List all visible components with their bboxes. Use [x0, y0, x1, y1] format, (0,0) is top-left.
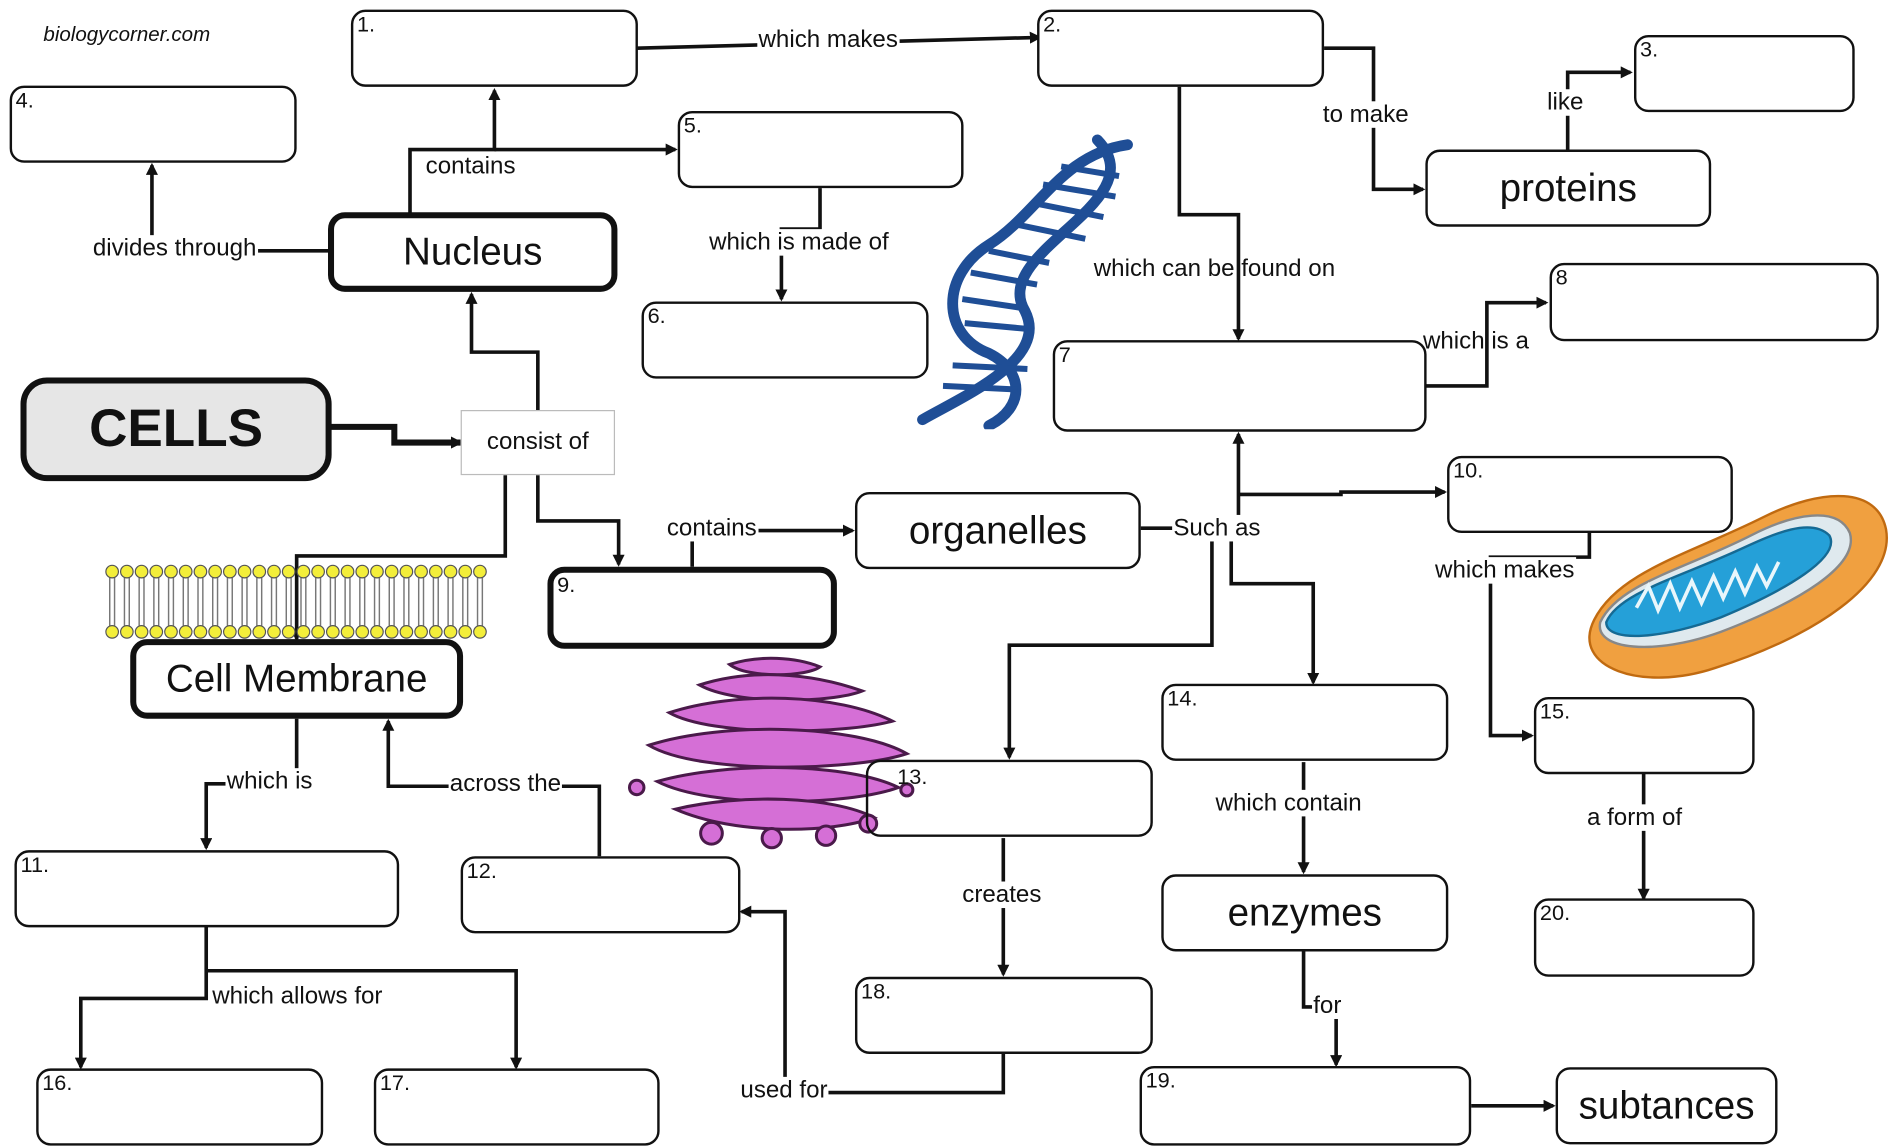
cell-membrane-bilayer-icon: (function(){ var svg = document.currentS… [105, 564, 487, 639]
link-label-which-makes-mid: which makes [1433, 557, 1576, 584]
blank-box-20[interactable]: 20. [1533, 898, 1755, 977]
blank-box-1[interactable]: 1. [350, 9, 638, 87]
consist-of-box: consist of [460, 410, 616, 476]
blank-box-5[interactable]: 5. [677, 110, 964, 189]
blank-box-3[interactable]: 3. [1633, 34, 1855, 113]
link-label-which-can-be-found-on: which can be found on [1093, 255, 1336, 283]
blank-box-19[interactable]: 19. [1139, 1066, 1472, 1146]
link-label-divides-through: divides through [91, 235, 258, 262]
golgi-apparatus-icon [627, 656, 915, 850]
blank-box-2[interactable]: 2. [1037, 9, 1325, 87]
link-label-like: like [1545, 89, 1585, 116]
enzymes-box: enzymes [1161, 874, 1449, 952]
nucleus-box: Nucleus [328, 212, 618, 292]
link-label-contains-top: contains [424, 153, 517, 180]
link-label-a-form-of: a form of [1585, 804, 1684, 831]
blank-box-13[interactable]: 13. [865, 759, 1153, 837]
organelles-box: organelles [854, 492, 1141, 570]
dna-icon [917, 134, 1133, 430]
link-label-which-allows-for: which allows for [212, 982, 383, 1010]
blank-box-9[interactable]: 9. [547, 566, 837, 649]
blank-box-12[interactable]: 12. [460, 856, 741, 934]
link-label-which-makes-top: which makes [757, 26, 900, 54]
link-label-which-is-made-of: which is made of [707, 229, 890, 256]
proteins-box: proteins [1425, 149, 1712, 227]
link-label-which-is: which is [225, 768, 314, 795]
blank-box-18[interactable]: 18. [854, 976, 1153, 1054]
blank-box-15[interactable]: 15. [1533, 697, 1755, 775]
blank-box-17[interactable]: 17. [373, 1068, 660, 1146]
link-label-creates: creates [961, 881, 1043, 909]
cells-title-box: CELLS [20, 377, 332, 482]
mitochondria-icon [1588, 494, 1888, 679]
blank-box-11[interactable]: 11. [14, 850, 400, 928]
link-label-which-contain: which contain [1214, 789, 1363, 817]
blank-box-7[interactable]: 7 [1052, 340, 1427, 432]
site-credit: biologycorner.com [43, 22, 211, 46]
link-label-contains-mid: contains [665, 514, 758, 542]
link-label-such-as: Such as [1172, 514, 1262, 542]
link-label-used-for: used for [739, 1076, 829, 1104]
link-label-for: for [1312, 992, 1343, 1019]
blank-box-14[interactable]: 14. [1161, 683, 1449, 761]
blank-box-10[interactable]: 10. [1447, 455, 1733, 534]
cell-membrane-box: Cell Membrane [130, 639, 464, 719]
blank-box-16[interactable]: 16. [36, 1068, 324, 1146]
blank-box-4[interactable]: 4. [9, 85, 297, 163]
link-label-across-the: across the [448, 770, 563, 798]
link-label-which-is-a: which is a [1422, 328, 1529, 355]
blank-box-8[interactable]: 8 [1549, 262, 1879, 342]
link-label-to-make: to make [1321, 101, 1410, 128]
blank-box-6[interactable]: 6. [641, 301, 929, 379]
subtances-box: subtances [1555, 1067, 1778, 1145]
